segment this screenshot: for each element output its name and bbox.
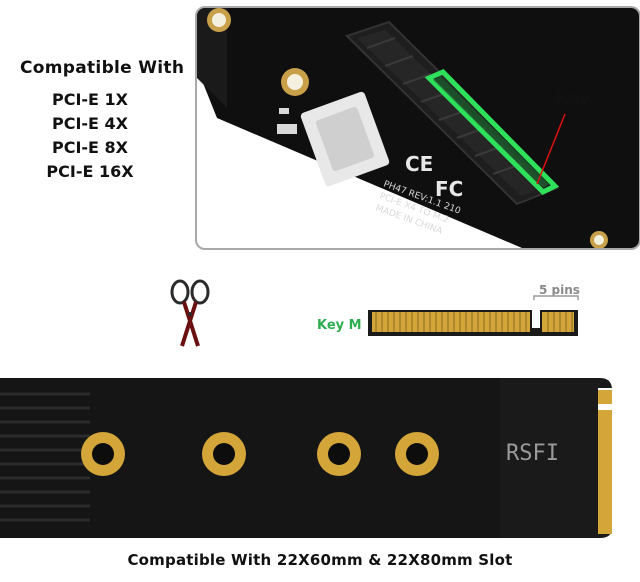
m2-edge-connector xyxy=(368,295,579,336)
riser-board-illustration: CE FC PH47 REV:1.1 210 PCI-E X4 TO M.2 M… xyxy=(197,8,639,248)
ce-mark: CE xyxy=(405,152,433,176)
fc-mark: FC xyxy=(435,177,463,201)
compatibility-title: Compatible With xyxy=(20,58,185,78)
cable-brand-mark: RSFI xyxy=(506,441,559,466)
compatibility-item: PCI-E 8X xyxy=(51,138,129,157)
scissors-icon xyxy=(170,279,210,347)
key-callout-label: Key xyxy=(555,88,591,108)
compatibility-item: PCI-E 16X xyxy=(46,162,134,181)
compatibility-list: PCI-E 1X PCI-E 4X PCI-E 8X PCI-E 16X xyxy=(40,88,140,184)
flat-cable-m2-end: RSFI xyxy=(0,378,612,538)
compatibility-item: PCI-E 1X xyxy=(51,90,129,109)
key-m-label: Key M xyxy=(317,318,362,333)
compatibility-item: PCI-E 4X xyxy=(51,114,129,133)
pins-label: 5 pins xyxy=(539,283,580,297)
board-photo-frame: CE FC PH47 REV:1.1 210 PCI-E X4 TO M.2 M… xyxy=(195,6,640,250)
bottom-caption: Compatible With 22X60mm & 22X80mm Slot xyxy=(127,551,513,569)
